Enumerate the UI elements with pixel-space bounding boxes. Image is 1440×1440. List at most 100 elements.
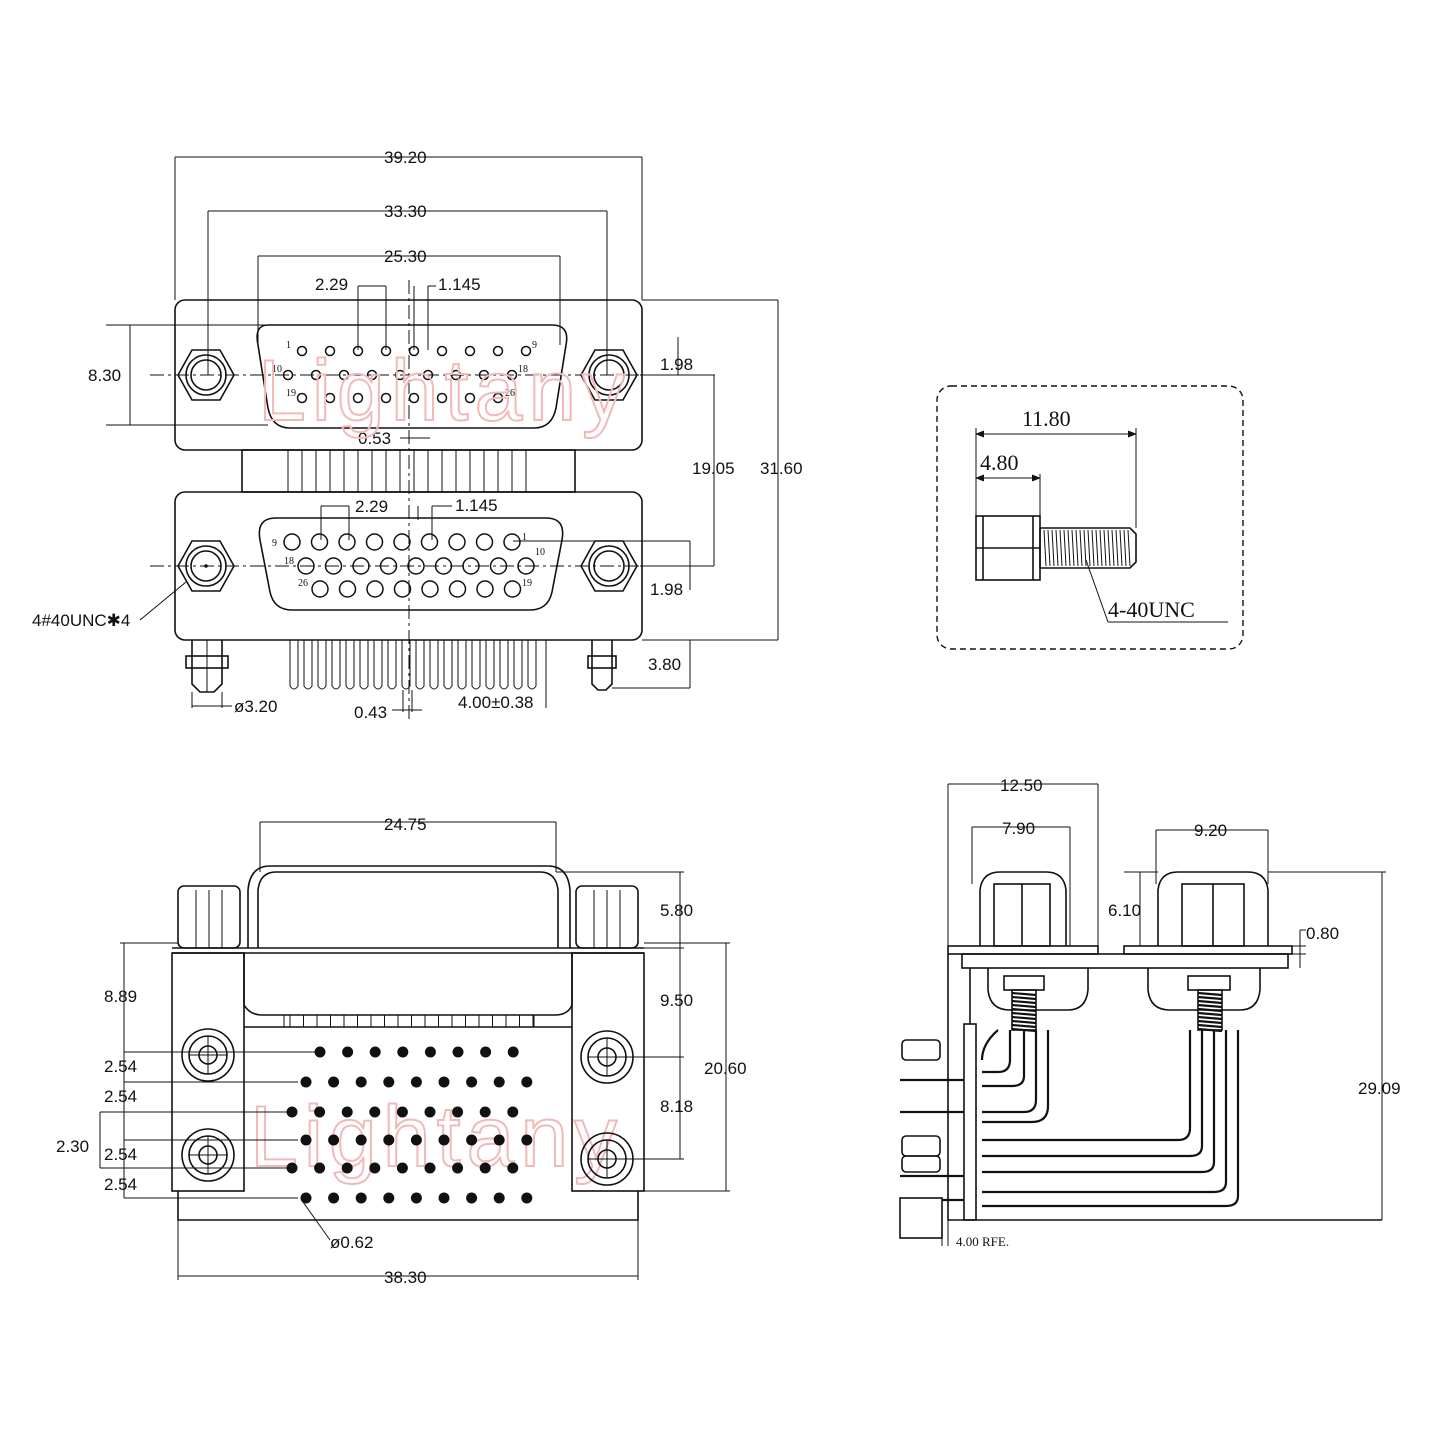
footprint-hole bbox=[369, 1106, 381, 1118]
bottom-port-socket bbox=[420, 533, 439, 551]
thread-line bbox=[1083, 529, 1087, 567]
thread-line bbox=[1079, 529, 1083, 567]
footprint-hole bbox=[328, 1192, 340, 1204]
dim-2-30: 2.30 bbox=[56, 1137, 89, 1156]
footprint-hole bbox=[438, 1076, 450, 1088]
stud-thread bbox=[1197, 1027, 1223, 1033]
top-port-pin bbox=[352, 392, 364, 404]
thread-line bbox=[1095, 529, 1099, 567]
dim-tail-length: 4.00±0.38 bbox=[458, 693, 534, 712]
pin-tail bbox=[317, 640, 327, 690]
bottom-pin-label-19: 19 bbox=[522, 578, 532, 589]
dim-boardlock-dia: ø3.20 bbox=[234, 697, 277, 716]
bottom-port-socket bbox=[503, 533, 521, 551]
top-port-pin bbox=[520, 345, 532, 357]
bottom-port-pins bbox=[283, 533, 535, 598]
dim-31-60: 31.60 bbox=[760, 459, 803, 478]
footprint-hole bbox=[438, 1192, 450, 1204]
thread-line bbox=[1123, 529, 1127, 567]
bracket-left bbox=[171, 952, 245, 1192]
stud-thread bbox=[1197, 1015, 1223, 1021]
dim-39-20: 39.20 bbox=[384, 148, 427, 167]
thread-line bbox=[1103, 529, 1107, 567]
footprint-hole bbox=[493, 1076, 505, 1088]
stud-thread bbox=[1197, 1019, 1223, 1025]
top-port-pin bbox=[492, 345, 504, 357]
bottom-port-socket bbox=[338, 533, 356, 551]
top-port-pin bbox=[324, 345, 336, 357]
dim-0-53: 0.53 bbox=[358, 429, 391, 448]
dim-8-30: 8.30 bbox=[88, 366, 121, 385]
top-port-pins bbox=[282, 345, 532, 404]
stud-thread bbox=[1197, 999, 1223, 1005]
footprint-dimensions: 24.75 5.80 8.89 9.50 8.18 20.60 2.54 2.5… bbox=[56, 815, 747, 1287]
stud-thread bbox=[1197, 1011, 1223, 1017]
footprint-hole bbox=[328, 1076, 340, 1088]
pin-tail bbox=[443, 640, 453, 690]
top-pin-label-1: 1 bbox=[286, 340, 291, 351]
top-pin-label-9: 9 bbox=[532, 340, 537, 351]
screw-shaft bbox=[1039, 527, 1137, 569]
pin-tail bbox=[499, 640, 509, 690]
thread-line bbox=[1063, 529, 1067, 567]
side-tails bbox=[899, 1039, 964, 1239]
footprint-hole bbox=[466, 1134, 478, 1146]
dim-2-29-top: 2.29 bbox=[315, 275, 348, 294]
pin-tail bbox=[429, 640, 439, 690]
stud-thread bbox=[1011, 999, 1037, 1005]
stud-thread bbox=[1011, 991, 1037, 997]
bottom-port-socket bbox=[503, 580, 522, 598]
footprint-holes bbox=[286, 1046, 533, 1204]
dim-5-80: 5.80 bbox=[660, 901, 693, 920]
footprint-hole bbox=[369, 1046, 381, 1058]
footprint-hole bbox=[355, 1192, 367, 1204]
bottom-port-shell bbox=[258, 517, 564, 611]
dim-7-90: 7.90 bbox=[1002, 819, 1035, 838]
dim-6-10: 6.10 bbox=[1108, 901, 1141, 920]
pin-tail bbox=[345, 640, 355, 690]
thread-line bbox=[1091, 529, 1095, 567]
footprint-hole bbox=[355, 1076, 367, 1088]
dim-2-54-d: 2.54 bbox=[104, 1175, 137, 1194]
dim-4-00-ref: 4.00 RFE. bbox=[956, 1234, 1009, 1249]
dim-0-80: 0.80 bbox=[1306, 924, 1339, 943]
side-post-right bbox=[1157, 871, 1269, 946]
footprint-hole bbox=[521, 1134, 533, 1146]
dim-3-80: 3.80 bbox=[648, 655, 681, 674]
pin-tail bbox=[331, 640, 341, 690]
dim-0-43: 0.43 bbox=[354, 703, 387, 722]
dim-1-98-top: 1.98 bbox=[660, 355, 693, 374]
side-flange-right bbox=[1123, 945, 1293, 955]
footprint-hole bbox=[369, 1162, 381, 1174]
side-threaded-studs bbox=[1011, 989, 1223, 1033]
footprint-hole bbox=[300, 1192, 312, 1204]
pin-comb bbox=[283, 1014, 535, 1028]
side-post-left bbox=[979, 871, 1067, 946]
dim-1-145-top: 1.145 bbox=[438, 275, 481, 294]
shell-top bbox=[257, 871, 559, 948]
top-pin-label-18: 18 bbox=[518, 364, 528, 375]
dim-19-05: 19.05 bbox=[692, 459, 735, 478]
footprint-hole bbox=[452, 1046, 464, 1058]
stud-thread bbox=[1011, 1007, 1037, 1013]
bottom-pin-label-26: 26 bbox=[298, 578, 308, 589]
dim-1-98-bottom: 1.98 bbox=[650, 580, 683, 599]
body-top bbox=[243, 953, 573, 1016]
footprint-hole bbox=[507, 1106, 519, 1118]
thread-callout: 4-40UNC bbox=[1108, 597, 1195, 622]
footprint-hole bbox=[286, 1106, 298, 1118]
footprint-hole bbox=[466, 1192, 478, 1204]
mount-hole-left-upper bbox=[181, 1028, 235, 1082]
watermark-top: Lightany bbox=[258, 343, 631, 439]
stud-thread bbox=[1197, 1023, 1223, 1029]
dim-2-54-b: 2.54 bbox=[104, 1087, 137, 1106]
thread-line bbox=[1055, 529, 1059, 567]
footprint-hole bbox=[521, 1192, 533, 1204]
bottom-port-socket bbox=[283, 533, 301, 551]
thread-line bbox=[1107, 529, 1111, 567]
thread-line bbox=[1075, 529, 1079, 567]
footprint-hole bbox=[452, 1162, 464, 1174]
stud-thread bbox=[1197, 995, 1223, 1001]
front-view: 1 9 10 18 19 26 9 1 18 10 26 19 bbox=[150, 280, 660, 720]
